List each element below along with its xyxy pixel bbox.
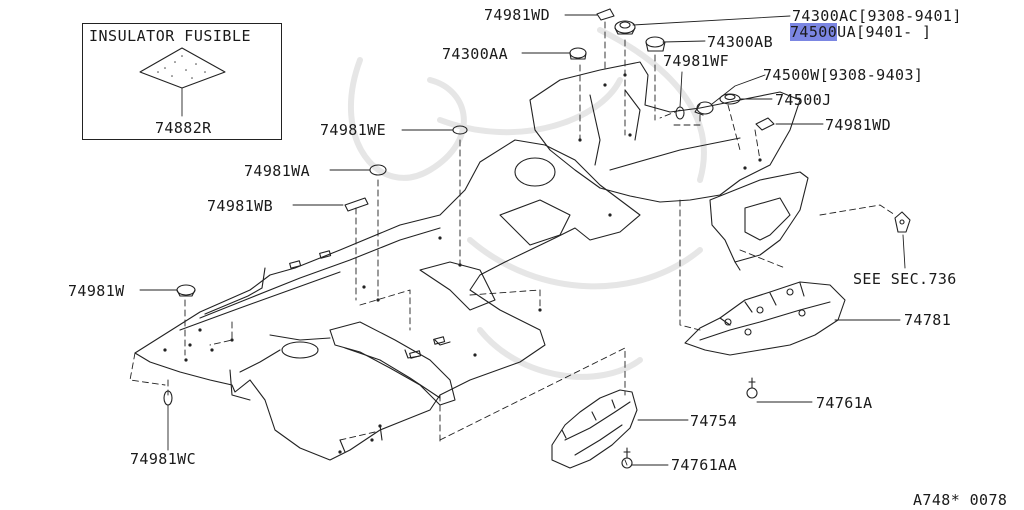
part-label-74500ua-suffix: UA[9401- ] <box>837 23 932 41</box>
insulator-fusible-inset: INSULATOR FUSIBLE 74882R <box>82 23 282 140</box>
grommet-74500w <box>694 101 714 116</box>
clip-74981wd-top <box>596 8 615 21</box>
pad-74981wb <box>344 197 369 212</box>
heat-insulator-74754 <box>551 389 638 469</box>
part-label-74981wc[interactable]: 74981WC <box>130 450 197 468</box>
floor-panel <box>134 139 641 461</box>
part-label-74981wf[interactable]: 74981WF <box>663 52 730 70</box>
plug-74300ab <box>645 36 666 52</box>
see-section-736-link[interactable]: SEE SEC.736 <box>853 270 957 288</box>
part-label-74500j[interactable]: 74500J <box>775 91 832 109</box>
part-label-74500ua-row: 74500UA[9401- ] <box>790 23 932 41</box>
part-label-74761aa[interactable]: 74761AA <box>671 456 738 474</box>
grommet-74981w <box>176 284 196 297</box>
plug-74981wd-right <box>755 117 775 131</box>
part-label-74761a[interactable]: 74761A <box>816 394 873 412</box>
inset-title: INSULATOR FUSIBLE <box>89 27 252 45</box>
diagram-reference-code: A748* 0078 <box>913 491 1008 509</box>
part-label-74981w[interactable]: 74981W <box>68 282 125 300</box>
dashed-guides <box>129 21 896 466</box>
bolt-74761a <box>746 377 758 399</box>
insulator-fusible-pad <box>139 47 226 89</box>
rear-floor-panel <box>529 61 809 271</box>
part-label-74981wd-top[interactable]: 74981WD <box>484 6 551 24</box>
plug-74981wf <box>675 106 685 120</box>
bolt-74761aa <box>621 447 633 469</box>
watermark-emblem <box>347 27 707 380</box>
plug-74300aa <box>569 47 587 60</box>
part-label-74500-highlighted[interactable]: 74500 <box>790 23 838 41</box>
part-label-74981wd-right[interactable]: 74981WD <box>825 116 892 134</box>
part-label-74300aa[interactable]: 74300AA <box>442 45 509 63</box>
part-label-74300ac[interactable]: 74300AC[9308-9401] <box>792 7 962 25</box>
part-label-74300ab[interactable]: 74300AB <box>707 33 774 51</box>
part-label-74981wb[interactable]: 74981WB <box>207 197 274 215</box>
part-label-74781[interactable]: 74781 <box>904 311 952 329</box>
bracket-see-sec736 <box>894 211 911 233</box>
part-label-74981we[interactable]: 74981WE <box>320 121 387 139</box>
grommet-dots <box>163 73 762 454</box>
part-label-74500w[interactable]: 74500W[9308-9403] <box>763 66 924 84</box>
grommet-74300ac <box>614 20 636 35</box>
part-label-74981wa[interactable]: 74981WA <box>244 162 311 180</box>
leader-lines <box>139 14 906 466</box>
heat-insulator-74781 <box>684 281 846 356</box>
part-label-74754[interactable]: 74754 <box>690 412 738 430</box>
part-label-74882r[interactable]: 74882R <box>155 119 212 137</box>
